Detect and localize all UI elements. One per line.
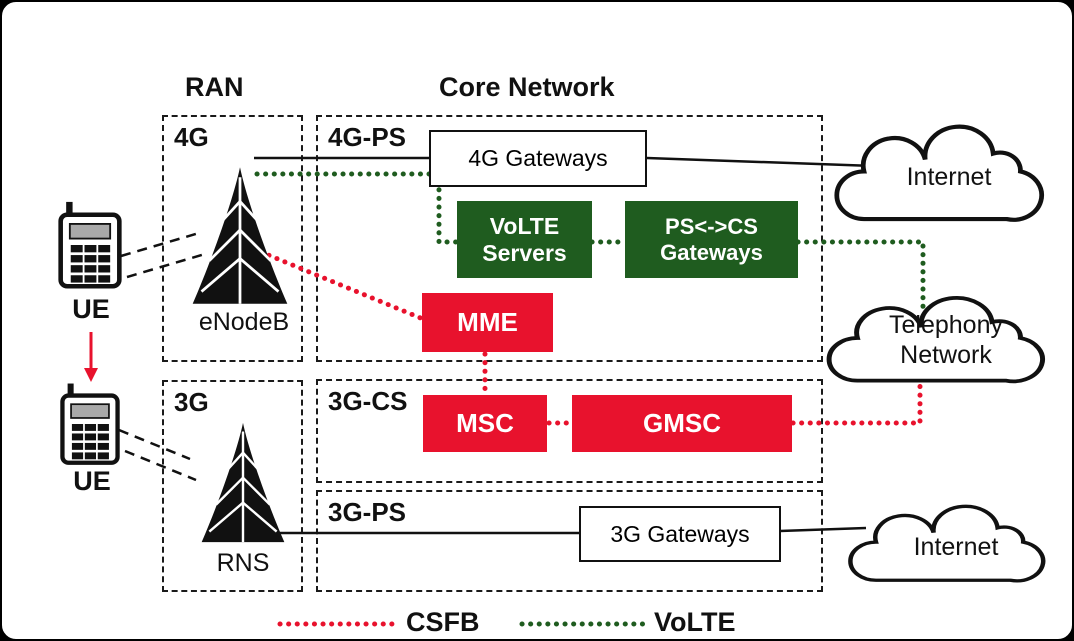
ue-top-phone-icon	[57, 200, 123, 290]
ue-top-label: UE	[72, 294, 110, 324]
internet-bottom-label: Internet	[913, 532, 999, 561]
node-mme: MME	[422, 293, 553, 352]
region-ran-4g: 4G	[162, 115, 303, 362]
link-4ggateways-internet	[646, 156, 875, 168]
telephony-network-label: Telephony Network	[889, 310, 1003, 369]
region-core-4g-ps: 4G-PS	[316, 115, 823, 362]
csfb-ue-arrow	[84, 332, 98, 382]
region-label-3g-cs: 3G-CS	[328, 386, 408, 416]
internet-top-label: Internet	[906, 162, 992, 191]
rns-tower-icon	[194, 420, 292, 545]
region-ran-3g: 3G	[162, 380, 303, 592]
node-3g-gateways: 3G Gateways	[579, 506, 781, 562]
radio-wave-bottom-2	[124, 449, 197, 482]
rns-label: RNS	[216, 549, 270, 577]
region-label-3g-ps: 3G-PS	[328, 497, 407, 527]
region-label-4g-ps: 4G-PS	[328, 122, 407, 152]
link-3ggateways-internet	[779, 526, 867, 533]
enodeb-label: eNodeB	[198, 308, 290, 336]
node-volte-servers: VoLTE Servers	[457, 201, 592, 278]
internet-top-cloud: Internet	[830, 100, 1068, 225]
legend-volte-label: VoLTE	[654, 607, 736, 637]
radio-wave-bottom-1	[118, 428, 191, 461]
node-pscs-gateways: PS<->CS Gateways	[625, 201, 798, 278]
region-label-3g: 3G	[174, 387, 209, 417]
csfb-gmsc-telephony	[790, 371, 923, 426]
region-label-4g: 4G	[174, 122, 209, 152]
radio-wave-top-1	[120, 231, 200, 258]
node-4g-gateways: 4G Gateways	[429, 130, 647, 187]
internet-bottom-cloud: Internet	[844, 485, 1068, 585]
radio-wave-top-2	[126, 252, 206, 279]
ue-bottom-label: UE	[73, 466, 111, 496]
volte-enodeb-servers	[254, 171, 461, 245]
telephony-network-cloud: Telephony Network	[822, 274, 1070, 386]
core-network-header: Core Network	[439, 72, 615, 102]
node-msc: MSC	[423, 395, 547, 452]
csfb-enodeb-mme	[258, 249, 426, 322]
region-core-3g-ps: 3G-PS	[316, 490, 823, 592]
ran-header: RAN	[185, 72, 244, 102]
region-core-3g-cs: 3G-CS	[316, 379, 823, 483]
node-gmsc: GMSC	[572, 395, 792, 452]
ue-bottom-phone-icon	[59, 382, 121, 466]
volte-pscs-telephony	[795, 239, 926, 315]
enodeb-tower-icon	[184, 164, 296, 307]
legend-csfb-label: CSFB	[406, 607, 480, 637]
